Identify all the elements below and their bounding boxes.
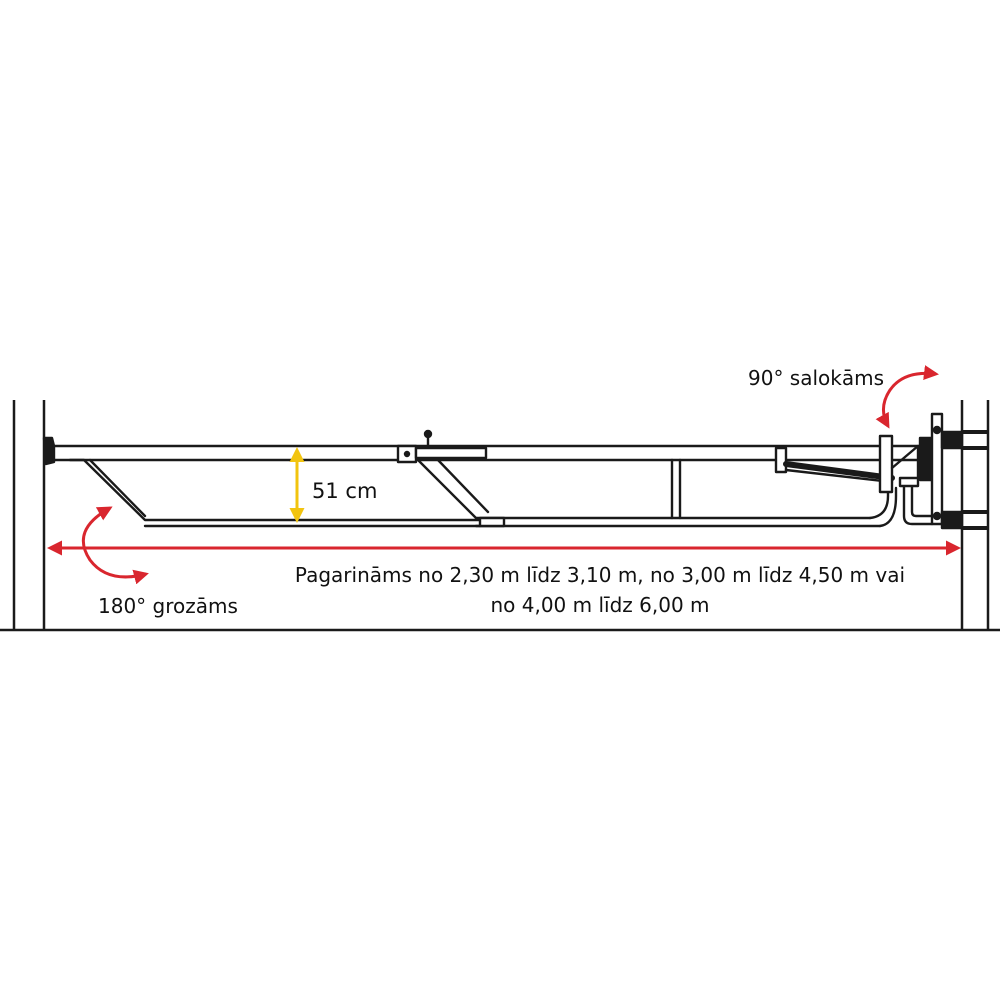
fold-arrow (875, 365, 939, 429)
gate-barrier (42, 412, 964, 530)
height-label: 51 cm (312, 479, 378, 503)
extension-label-line1: Pagarināms no 2,30 m līdz 3,10 m, no 3,0… (294, 563, 906, 587)
extension-label-line2: no 4,00 m līdz 6,00 m (490, 593, 710, 617)
extension-label: Pagarināms no 2,30 m līdz 3,10 m, no 3,0… (280, 560, 920, 620)
rotate-arrow (81, 506, 149, 585)
fold-label: 90° salokāms (748, 366, 885, 390)
rotate-label: 180° grozāms (98, 594, 238, 618)
right-post (960, 400, 990, 630)
left-post (12, 400, 46, 630)
